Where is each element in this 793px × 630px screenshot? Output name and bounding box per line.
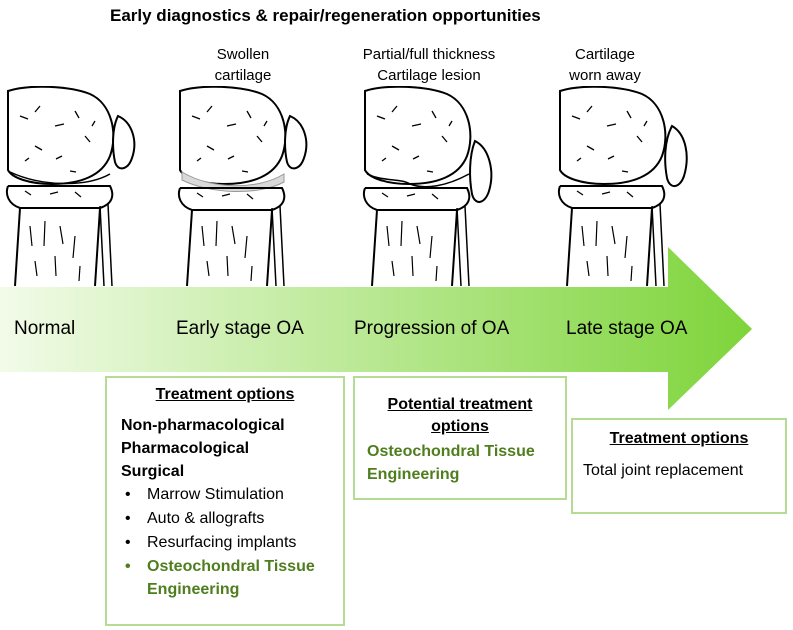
stage-caption-late: Cartilage worn away [555, 44, 655, 86]
highlight-option: Osteochondral Tissue Engineering [355, 438, 565, 486]
highlight-line: Osteochondral Tissue [367, 443, 535, 460]
stage-caption-line: Cartilage lesion [377, 67, 481, 84]
treatment-box-early: Treatment options Non-pharmacological Ph… [105, 376, 345, 626]
stage-caption-progression: Partial/full thickness Cartilage lesion [348, 44, 510, 86]
list-item-text: Marrow Stimulation [147, 486, 284, 503]
knee-joint-swollen-icon [177, 86, 308, 286]
list-item-text: Osteochondral Tissue Engineering [147, 558, 315, 598]
stage-label-progression: Progression of OA [354, 318, 510, 339]
stage-caption-line: Cartilage [574, 46, 636, 63]
list-item: • Resurfacing implants [121, 531, 343, 555]
box-heading: Treatment options [155, 386, 295, 403]
stage-label-late: Late stage OA [566, 318, 688, 339]
knee-joint-normal-icon [5, 86, 136, 286]
bullet: • [125, 486, 131, 503]
list-item-highlight: • Osteochondral Tissue Engineering [121, 555, 343, 601]
list-item-text: Resurfacing implants [147, 534, 297, 551]
treatment-category: Pharmacological [121, 440, 250, 457]
box-heading-line: Potential treatment [387, 396, 533, 413]
knee-joint-worn-icon [557, 86, 688, 286]
bullet: • [125, 534, 131, 551]
stage-caption-line: Partial/full thickness [362, 46, 496, 63]
list-item: • Auto & allografts [121, 507, 343, 531]
knee-joint-lesion-icon [362, 86, 493, 286]
box-heading: Potential treatment options [355, 394, 565, 438]
bullet: • [125, 558, 131, 575]
list-item-text: Auto & allografts [147, 510, 265, 527]
treatment-category: Non-pharmacological [121, 417, 285, 434]
treatment-category: Surgical [121, 463, 185, 480]
stage-label-normal: Normal [14, 318, 76, 339]
stage-caption-line: cartilage [214, 67, 272, 84]
stage-caption-line: worn away [569, 67, 641, 84]
box-heading-line: options [431, 418, 489, 435]
diagram-title: Early diagnostics & repair/regeneration … [110, 6, 541, 25]
surgical-options-list: • Marrow Stimulation • Auto & allografts •… [121, 483, 343, 601]
highlight-line: Engineering [367, 466, 460, 483]
box-heading: Treatment options [609, 430, 749, 447]
stage-label-early: Early stage OA [176, 318, 304, 339]
treatment-text: Total joint replacement [583, 462, 744, 479]
bullet: • [125, 510, 131, 527]
stage-caption-early: Swollen cartilage [198, 44, 288, 86]
list-item: • Marrow Stimulation [121, 483, 343, 507]
treatment-box-progression: Potential treatment options Osteochondra… [353, 376, 567, 500]
stage-caption-line: Swollen [216, 46, 270, 63]
treatment-box-late: Treatment options Total joint replacemen… [571, 418, 787, 514]
